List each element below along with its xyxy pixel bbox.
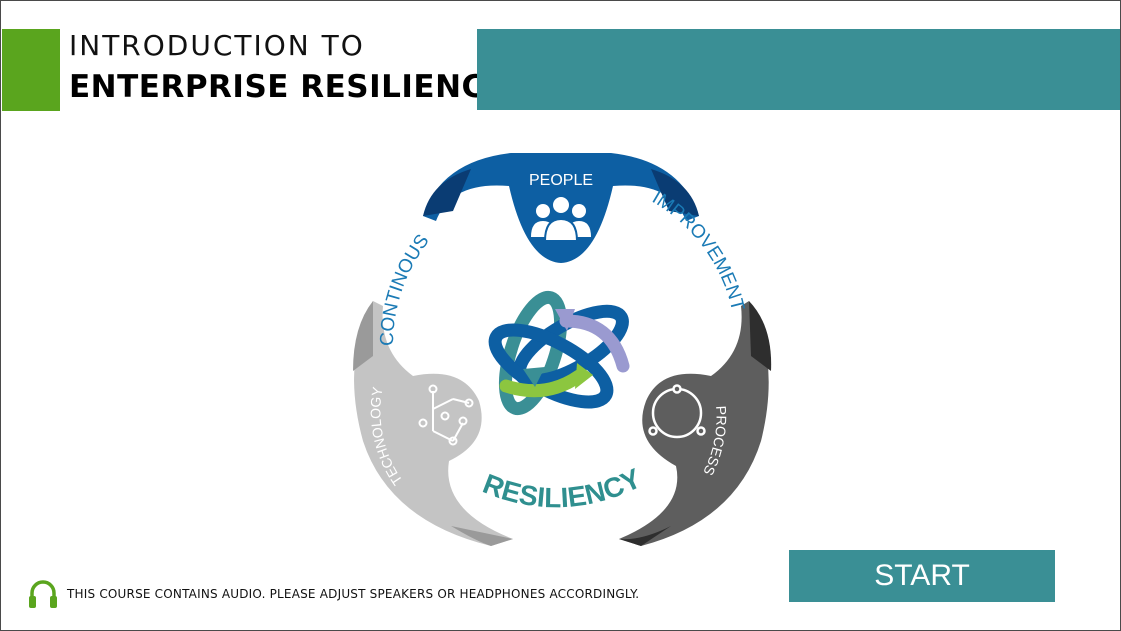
title-line-2: ENTERPRISE RESILIENCY bbox=[69, 69, 508, 105]
process-segment: PROCESS bbox=[619, 301, 772, 546]
title-line-1: INTRODUCTION TO bbox=[69, 29, 365, 62]
audio-notice: THIS COURSE CONTAINS AUDIO. PLEASE ADJUS… bbox=[27, 578, 639, 610]
trinity-knot-icon bbox=[488, 290, 630, 416]
cycle-arrows-icon bbox=[648, 384, 706, 439]
people-label: PEOPLE bbox=[529, 172, 593, 189]
audio-notice-text: THIS COURSE CONTAINS AUDIO. PLEASE ADJUS… bbox=[67, 587, 640, 601]
start-button[interactable]: START bbox=[789, 550, 1055, 602]
header-accent-bar bbox=[477, 29, 1120, 110]
brand-accent-block bbox=[2, 29, 60, 111]
people-segment: PEOPLE bbox=[423, 153, 699, 263]
people-group-icon bbox=[531, 195, 591, 242]
improvement-arc-label: IMPROVEMENT bbox=[648, 187, 748, 313]
course-title: INTRODUCTION TO ENTERPRISE RESILIENCY bbox=[69, 29, 508, 107]
circuit-nodes-icon bbox=[418, 384, 474, 446]
resiliency-diagram-graphic: PEOPLE bbox=[353, 153, 772, 546]
resiliency-diagram: PEOPLE bbox=[341, 141, 781, 551]
resiliency-arc-label: RESILIENCY bbox=[479, 462, 646, 513]
technology-segment: TECHNOLOGY bbox=[353, 301, 513, 546]
headphones-icon bbox=[29, 580, 57, 608]
continous-arc-label: CONTINOUS bbox=[377, 231, 434, 347]
